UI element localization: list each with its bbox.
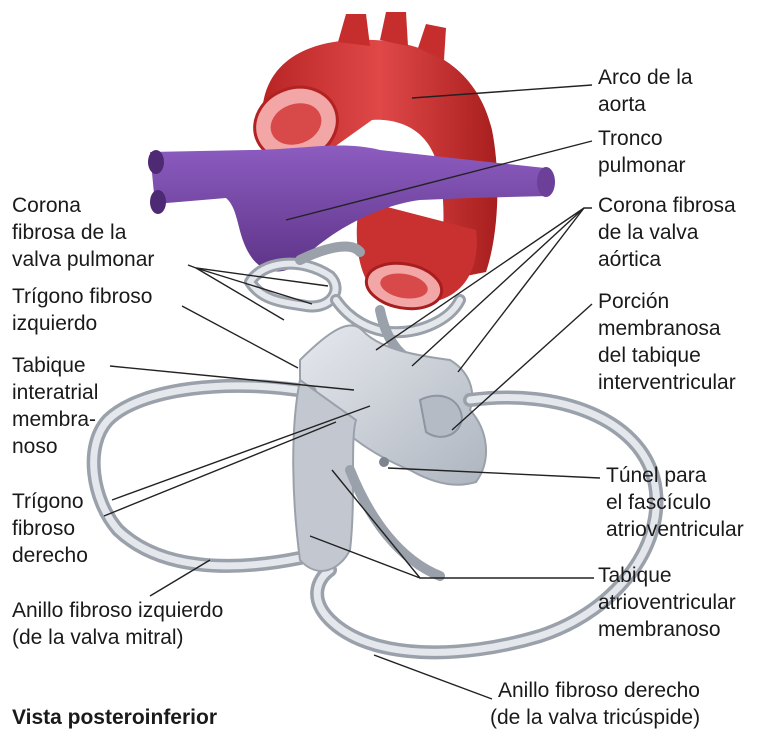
label-porcion-membranosa-line-4: interventricular [598,371,736,394]
label-corona-pulmonar-line-1: Corona [12,194,81,217]
label-tabique-interatrial-line-4: noso [12,435,58,458]
label-trigono-derecho-line-2: fibroso [12,517,75,540]
label-corona-aortica-line-2: de la valva [598,221,699,244]
label-tabique-av-line-3: membranoso [598,618,721,641]
label-corona-aortica-line-3: aórtica [598,248,661,271]
label-corona-pulmonar: Corona fibrosa de la valva pulmonar [12,194,154,271]
label-tronco-pulmonar: Tronco pulmonar [598,127,686,177]
label-anillo-izquierdo: Anillo fibroso izquierdo (de la valva mi… [12,599,229,649]
label-tabique-av: Tabique atrioventricular membranoso [598,564,742,641]
label-anillo-izquierdo-line-1: Anillo fibroso izquierdo [12,599,223,622]
label-arco-aorta-line-2: aorta [598,93,646,116]
label-trigono-derecho-line-3: derecho [12,544,88,567]
label-trigono-izquierdo: Trígono fibroso izquierdo [12,285,158,335]
label-anillo-derecho-line-1: Anillo fibroso derecho [498,679,700,702]
label-anillo-derecho: Anillo fibroso derecho (de la valva tric… [490,679,706,729]
label-trigono-izquierdo-line-1: Trígono fibroso [12,285,152,308]
caption-view: Vista posteroinferior [12,706,217,729]
label-tunel-line-3: atrioventricular [606,518,744,541]
label-arco-aorta-line-1: Arco de la [598,66,693,89]
label-anillo-derecho-line-2: (de la valva tricúspide) [490,706,700,729]
label-tunel-line-2: el fascículo [606,491,711,514]
label-corona-aortica-line-1: Corona fibrosa [598,194,736,217]
label-tabique-av-line-2: atrioventricular [598,591,736,614]
label-tabique-interatrial-line-2: interatrial [12,381,98,404]
label-porcion-membranosa-line-3: del tabique [598,344,701,367]
label-corona-pulmonar-line-2: fibrosa de la [12,221,127,244]
label-corona-aortica: Corona fibrosa de la valva aórtica [598,194,742,271]
label-tunel-line-1: Túnel para [606,464,707,487]
label-corona-pulmonar-line-3: valva pulmonar [12,248,154,271]
label-tabique-interatrial-line-1: Tabique [12,354,86,377]
fibrous-skeleton [94,247,657,653]
label-arco-aorta: Arco de la aorta [598,66,698,116]
label-tabique-av-line-1: Tabique [598,564,672,587]
label-tunel: Túnel para el fascículo atrioventricular [606,464,744,541]
label-tronco-pulmonar-line-1: Tronco [598,127,663,150]
label-porcion-membranosa-line-2: membranosa [598,317,721,340]
label-trigono-izquierdo-line-2: izquierdo [12,312,97,335]
label-porcion-membranosa: Porción membranosa del tabique intervent… [598,290,736,394]
label-trigono-derecho-line-1: Trígono [12,490,84,513]
label-trigono-derecho: Trígono fibroso derecho [12,490,89,567]
label-tronco-pulmonar-line-2: pulmonar [598,154,686,177]
label-porcion-membranosa-line-1: Porción [598,290,669,313]
label-anillo-izquierdo-line-2: (de la valva mitral) [12,626,184,649]
label-tabique-interatrial-line-3: membra- [12,408,96,431]
